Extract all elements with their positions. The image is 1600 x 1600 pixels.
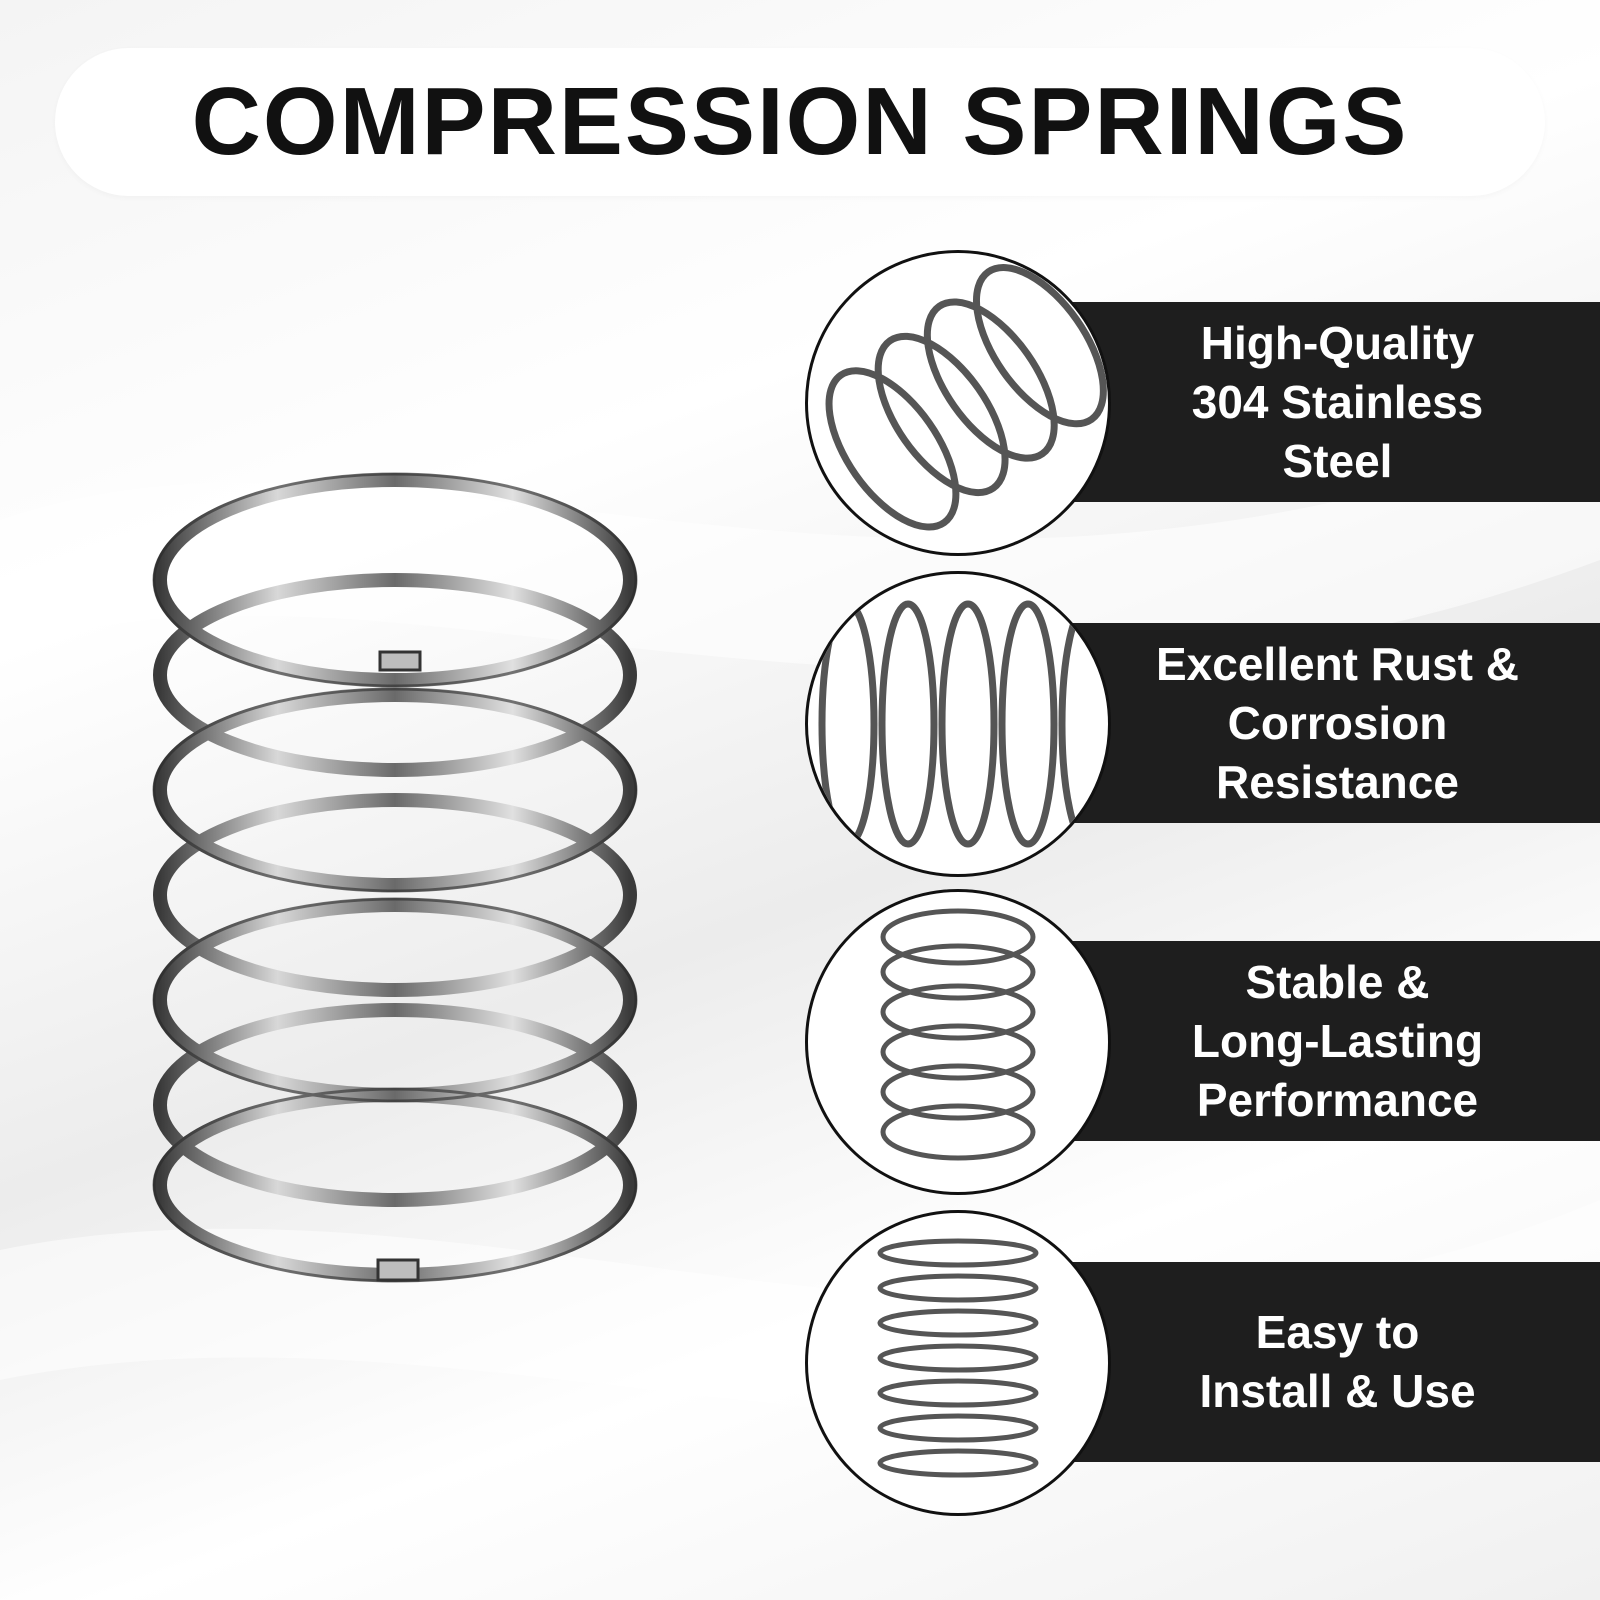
spring-coil-angled-icon: [825, 264, 1107, 531]
feature-circle: [805, 1210, 1111, 1516]
feature-item: Excellent Rust & Corrosion Resistance: [805, 571, 1600, 877]
spring-coil-side-icon: [818, 600, 1108, 848]
feature-item: Stable & Long-Lasting Performance: [805, 889, 1600, 1195]
compression-spring-icon: [152, 472, 638, 1283]
feature-circle: [805, 571, 1111, 877]
feature-label: Excellent Rust & Corrosion Resistance: [1156, 637, 1519, 808]
feature-label: Stable & Long-Lasting Performance: [1191, 955, 1484, 1126]
feature-label: High-Quality 304 Stainless Steel: [1191, 316, 1484, 487]
feature-label: Easy to Install & Use: [1199, 1306, 1476, 1417]
spring-coil-compressed-icon: [877, 1238, 1039, 1478]
title-banner: COMPRESSION SPRINGS: [55, 48, 1545, 196]
feature-item: Easy to Install & Use: [805, 1210, 1600, 1516]
page-title: COMPRESSION SPRINGS: [191, 68, 1409, 175]
feature-item: High-Quality 304 Stainless Steel: [805, 250, 1600, 556]
feature-circle: [805, 250, 1111, 556]
spring-coil-upright-icon: [880, 908, 1036, 1161]
feature-circle: [805, 889, 1111, 1195]
